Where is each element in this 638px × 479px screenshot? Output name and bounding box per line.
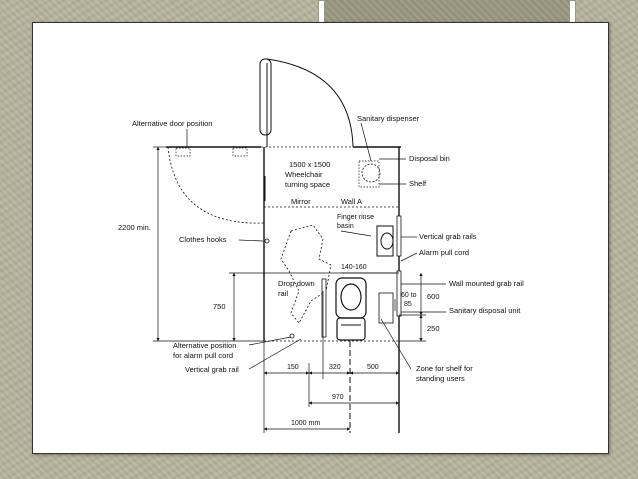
label-140-160: 140-160 [341,264,367,271]
label-turning-3: turning space [285,180,330,189]
label-150: 150 [287,364,299,371]
label-finger-1: Finger rinse [337,214,374,221]
label-alt-door: Alternative door position [132,119,212,128]
label-zone-2: standing users [416,374,465,383]
label-sanitary-disposal: Sanitary disposal unit [449,306,521,315]
label-wall-grab-rail: Wall mounted grab rail [449,279,524,288]
diagram-labels: Alternative door position Sanitary dispe… [118,114,524,427]
label-finger-2: basin [337,223,354,230]
label-zone-1: Zone for shelf for [416,364,473,373]
label-750: 750 [213,302,226,311]
label-alt-alarm-2: for alarm pull cord [173,351,233,360]
dimension-lines [153,146,426,433]
label-60-85-1: 60 to [401,292,417,299]
leader-lines [186,122,446,370]
label-sanitary-dispenser: Sanitary dispenser [357,114,420,123]
wc-layout-diagram: Alternative door position Sanitary dispe… [118,58,524,433]
label-2200: 2200 min. [118,223,151,232]
label-60-85-2: 85 [404,301,412,308]
label-mirror: Mirror [291,197,311,206]
label-alt-alarm-1: Alternative position [173,341,236,350]
fixtures [264,160,402,433]
room-walls [166,146,401,433]
label-turning-2: Wheelchair [285,170,323,179]
label-turning-1: 1500 x 1500 [289,160,330,169]
label-vertical-grab-rails: Vertical grab rails [419,232,477,241]
door [167,58,354,224]
label-alarm-pull-cord: Alarm pull cord [419,248,469,257]
label-970: 970 [332,394,344,401]
label-500: 500 [367,364,379,371]
label-clothes-hooks: Clothes hooks [179,235,227,244]
label-250: 250 [427,324,440,333]
label-vertical-grab-rail: Vertical grab rail [185,365,239,374]
label-shelf: Shelf [409,179,427,188]
slide: Alternative door position Sanitary dispe… [32,22,609,454]
label-1000: 1000 mm [291,420,320,427]
wheelchair-outline-icon [280,224,332,324]
label-320: 320 [329,364,341,371]
label-drop-down-1: Drop-down [278,279,315,288]
label-wall-a: Wall A [341,197,362,206]
label-600: 600 [427,292,440,301]
label-drop-down-2: rail [278,289,288,298]
label-disposal-bin: Disposal bin [409,154,450,163]
